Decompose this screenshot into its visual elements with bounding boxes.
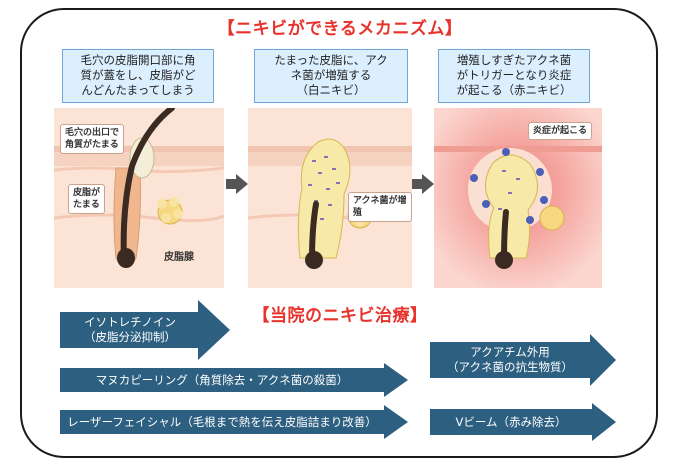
inflammation-label: 炎症が起こる xyxy=(528,122,593,140)
stage-2-caption: たまった皮脂に、アク ネ菌が増殖する （白ニキビ） xyxy=(254,49,408,103)
stage-1-illustration: 毛穴の出口で 角質がたまる 皮脂が たまる 皮脂腺 xyxy=(54,108,224,288)
treatment-laser-facial: レーザーフェイシャル（毛根まで熱を伝え皮脂詰まり改善） xyxy=(60,405,408,439)
pore-label: 毛穴の出口で 角質がたまる xyxy=(60,124,125,154)
treatment-manuka-peeling: マヌカピーリング（角質除去・アクネ菌の殺菌） xyxy=(60,363,408,397)
treatment-aquatim: アクアチム外用 （アクネ菌の抗生物質） xyxy=(430,334,616,386)
sebum-label: 皮脂が たまる xyxy=(68,184,106,214)
treatment-title: 【当院のニキビ治療】 xyxy=(252,306,428,326)
bacteria-label: アクネ菌が増殖 xyxy=(348,192,412,222)
stage-1-caption: 毛穴の皮脂開口部に角 質が蓋をし、皮脂がど んどんたまってしまう xyxy=(62,49,214,103)
stage-3-caption: 増殖しすぎたアクネ菌 がトリガーとなり炎症 が起こる（赤ニキビ） xyxy=(438,49,590,103)
step-arrow-2 xyxy=(412,174,434,198)
outer-frame xyxy=(20,8,658,458)
stage-3-illustration: 炎症が起こる xyxy=(434,108,602,288)
gland-label: 皮脂腺 xyxy=(164,252,194,263)
step-arrow-1 xyxy=(226,174,248,198)
treatment-isotretinoin: イソトレチノイン （皮脂分泌抑制） xyxy=(60,300,230,360)
treatment-vbeam: Vビーム（赤み除去） xyxy=(430,403,616,441)
mechanism-title: 【ニキビができるメカニズム】 xyxy=(217,19,463,39)
stage-2-illustration: アクネ菌が増殖 xyxy=(248,108,412,288)
